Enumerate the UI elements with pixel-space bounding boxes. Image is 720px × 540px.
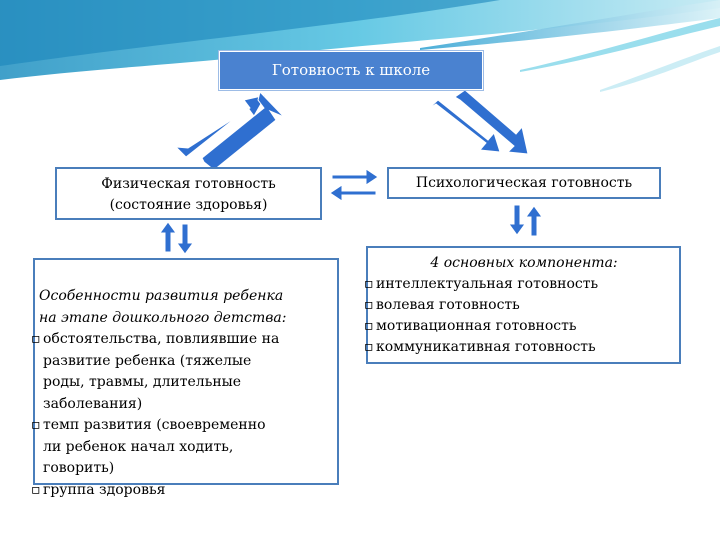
list-item-continuation: ли ребенок начал ходить, <box>43 438 234 455</box>
title-box: Готовность к школе <box>219 51 483 90</box>
physical-readiness-subtitle: (состояние здоровья) <box>109 197 268 213</box>
list-item: ▫интеллектуальная готовность <box>364 274 684 295</box>
features-heading: на этапе дошкольного детства: <box>39 309 287 326</box>
physical-readiness-box: Физическая готовность (состояние здоровь… <box>55 167 322 220</box>
double-arrow-icon <box>159 221 194 255</box>
checkbox-bullet-icon: ▫ <box>364 318 374 334</box>
list-item-continuation: роды, травмы, длительные <box>43 374 242 390</box>
list-item: ▫коммуникативная готовность <box>364 337 684 358</box>
checkbox-bullet-icon: ▫ <box>31 481 41 498</box>
components-heading: 4 основных компонента: <box>430 255 618 271</box>
psychological-readiness-title: Психологическая готовность <box>415 175 633 191</box>
double-arrow-icon <box>174 91 285 171</box>
list-item: ▫группа здоровья <box>31 480 336 502</box>
list-item: ▫мотивационная готовность <box>364 316 684 337</box>
psychological-readiness-box: Психологическая готовность <box>387 167 661 199</box>
checkbox-bullet-icon: ▫ <box>364 276 374 292</box>
list-item: ▫темп развития (своевременно <box>31 415 336 437</box>
checkbox-bullet-icon: ▫ <box>364 339 374 355</box>
development-features-box <box>33 258 339 485</box>
checkbox-bullet-icon: ▫ <box>364 297 374 313</box>
checkbox-bullet-icon: ▫ <box>31 331 41 347</box>
components-list: 4 основных компонента: ▫интеллектуальная… <box>364 253 684 358</box>
double-arrow-icon <box>508 204 543 237</box>
checkbox-bullet-icon: ▫ <box>31 417 41 433</box>
title-text: Готовность к школе <box>271 61 431 79</box>
features-heading: Особенности развития ребенка <box>39 288 284 304</box>
list-item-continuation: говорить) <box>43 460 115 476</box>
list-item-continuation: заболевания) <box>43 395 143 412</box>
physical-readiness-title: Физическая готовность <box>101 176 276 192</box>
double-arrow-icon <box>427 89 529 155</box>
double-arrow-icon <box>329 168 379 202</box>
development-features-list: Особенности развития ребенка на этапе до… <box>31 286 336 501</box>
components-box <box>366 246 681 364</box>
list-item: ▫обстоятельства, повлиявшие на <box>31 329 336 351</box>
list-item: ▫волевая готовность <box>364 295 684 316</box>
list-item-continuation: развитие ребенка (тяжелые <box>43 352 252 369</box>
